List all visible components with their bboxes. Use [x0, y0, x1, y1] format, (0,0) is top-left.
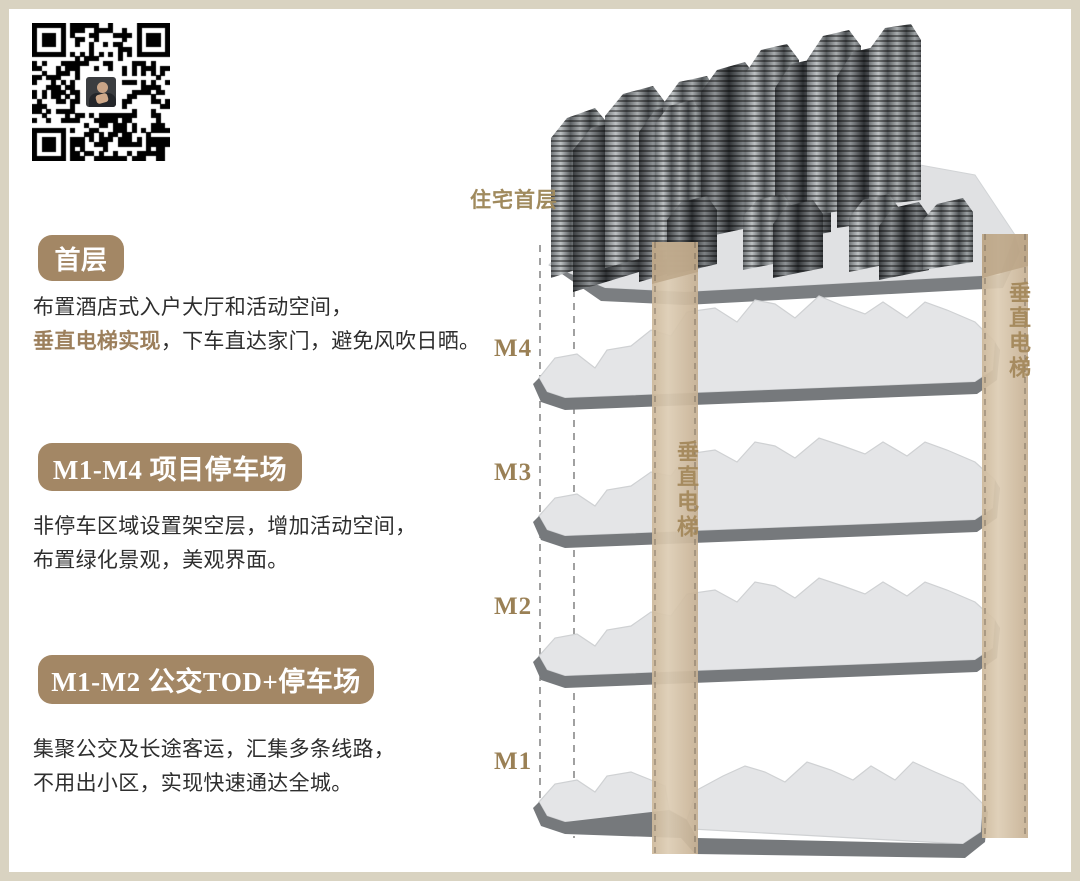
elevator-shaft-middle [652, 242, 698, 854]
body-line: 集聚公交及长途客运，汇集多条线路， [33, 738, 396, 761]
body-line: 布置酒店式入户大厅和活动空间， [33, 296, 353, 319]
elevator-shaft-right [982, 234, 1028, 838]
section-body-m1-m4-parking: 非停车区域设置架空层，增加活动空间， 布置绿化景观，美观界面。 [33, 510, 416, 578]
body-line: 非停车区域设置架空层，增加活动空间， [33, 515, 417, 538]
qr-code[interactable] [32, 23, 170, 161]
diagram-level-label-m1: M1 [494, 748, 533, 775]
body-line: 布置绿化景观，美观界面。 [33, 549, 289, 572]
diagram-level-label-m2: M2 [494, 593, 533, 620]
diagram-label-elevator-right: 垂直电梯 [1006, 281, 1031, 381]
qr-avatar [84, 75, 118, 109]
section-badge-first-floor: 首层 [38, 235, 124, 281]
body-line: 不用出小区，实现快速通达全城。 [33, 772, 353, 795]
slab-m2 [533, 577, 1000, 688]
diagram-label-elevator-middle: 垂直电梯 [674, 440, 699, 540]
diagram-label-ground-floor: 住宅首层 [470, 189, 558, 212]
slab-m4 [533, 295, 1000, 410]
body-line: 垂直电梯实现，下车直达家门，避免风吹日晒。 [33, 330, 481, 353]
slab-m1 [533, 761, 988, 858]
section-body-m1-m2-tod: 集聚公交及长途客运，汇集多条线路， 不用出小区，实现快速通达全城。 [33, 733, 395, 801]
residential-towers [551, 24, 973, 292]
avatar-head [97, 82, 108, 93]
section-badge-m1-m4-parking: M1-M4 项目停车场 [38, 443, 302, 491]
section-diagram [455, 20, 1075, 865]
diagram-level-label-m3: M3 [494, 459, 533, 486]
section-badge-m1-m2-tod: M1-M2 公交TOD+停车场 [38, 655, 374, 704]
diagram-level-label-m4: M4 [494, 335, 533, 362]
section-body-first-floor: 布置酒店式入户大厅和活动空间， 垂直电梯实现，下车直达家门，避免风吹日晒。 [33, 291, 480, 359]
slab-m3 [533, 437, 1000, 548]
